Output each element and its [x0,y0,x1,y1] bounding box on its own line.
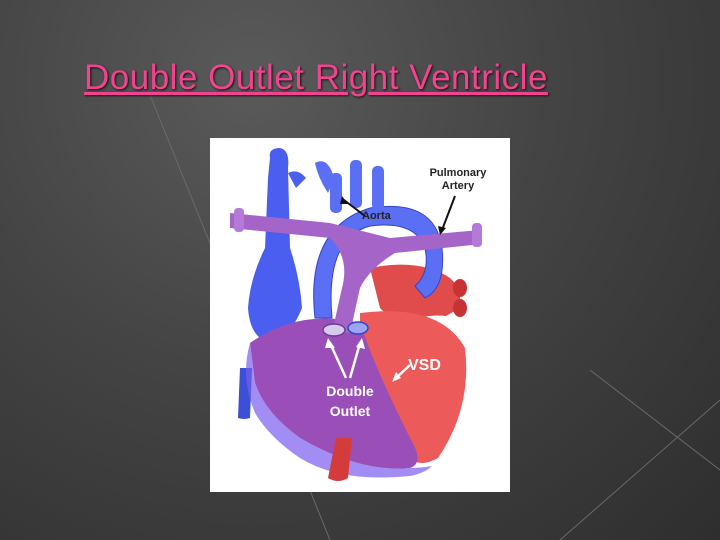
double-outlet-arrow [328,342,348,379]
vsd-label: VSD [408,357,441,374]
descending-aorta [328,438,352,481]
heart-diagram: Pulmonary Artery Aorta VSD Double Outlet [210,138,510,492]
pulmonary-artery [230,213,482,333]
aortic-branch [330,173,342,213]
outlet-label: Outlet [330,403,371,419]
aorta-arrow [343,199,366,217]
double-outlet-arrow [348,342,362,379]
slide-title: Double Outlet Right Ventricle [84,58,548,97]
pulmonary-arrow [441,195,456,231]
aortic-branch [350,160,362,208]
double-label: Double [326,383,374,399]
heart-illustration: Pulmonary Artery Aorta VSD Double Outlet [230,148,488,481]
right-ventricle [250,318,418,469]
artery-label: Artery [442,180,475,192]
pulmonary-label: Pulmonary [430,167,488,179]
right-atrium [248,148,302,343]
aortic-branch [372,166,384,210]
aorta-label: Aorta [362,210,392,222]
